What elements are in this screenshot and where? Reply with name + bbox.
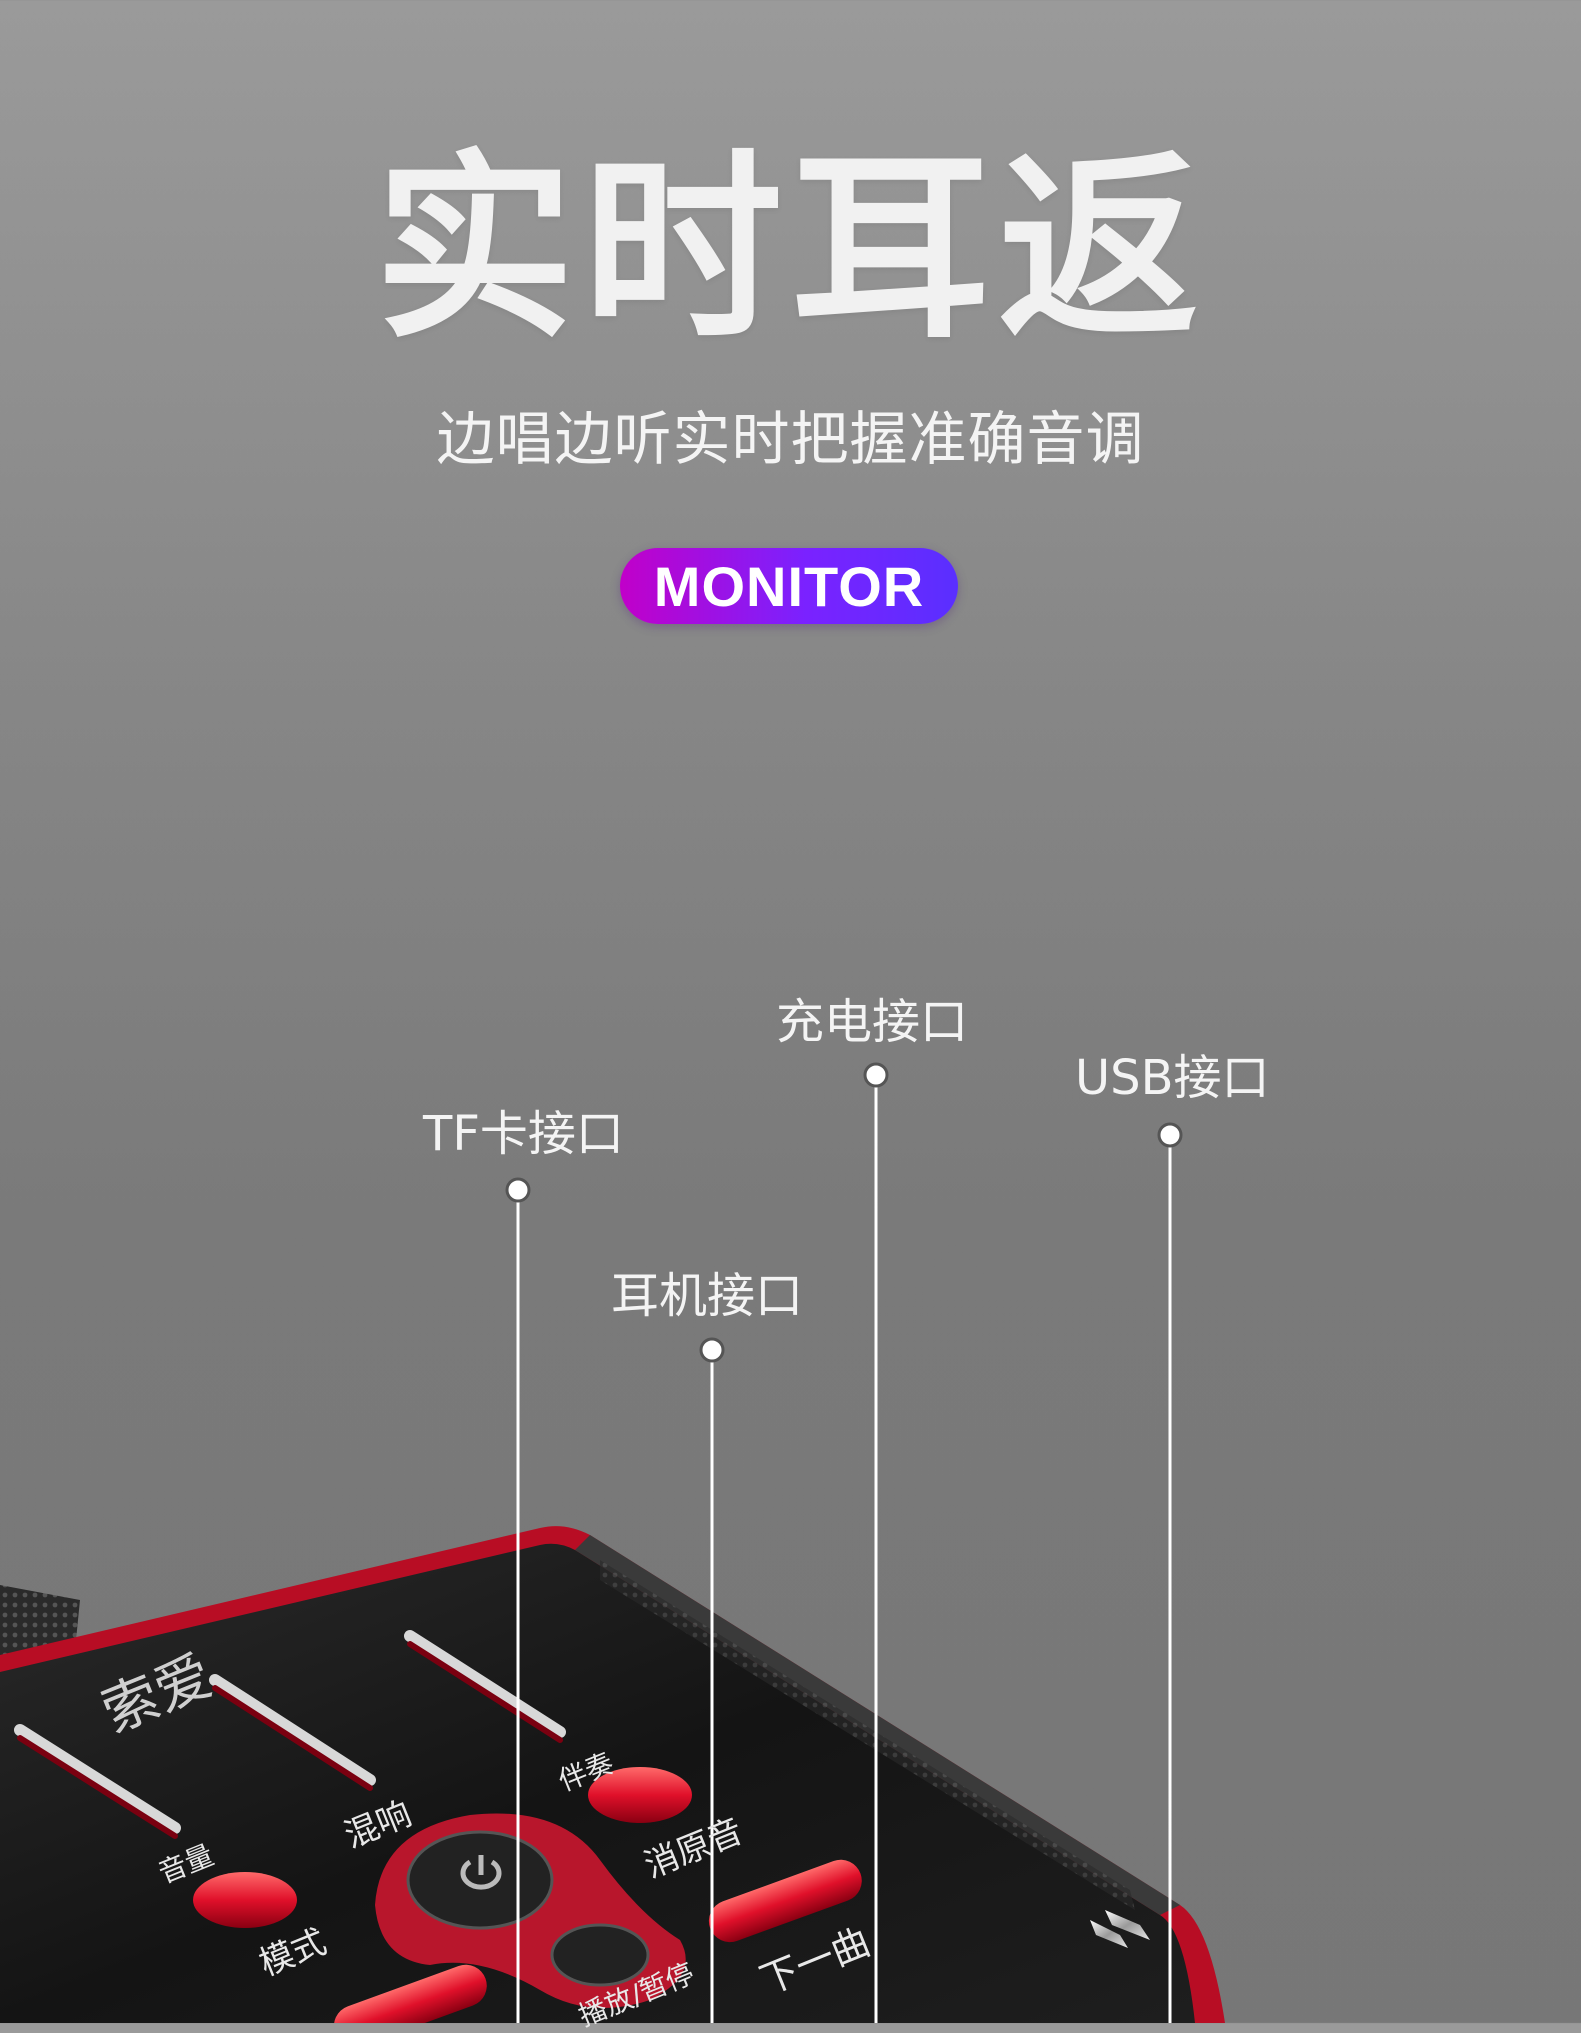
power-button — [406, 1830, 554, 1930]
slider-accompaniment — [404, 1630, 566, 1743]
charge-port-label: 充电接口 — [776, 994, 969, 1050]
power-icon — [460, 1859, 502, 1890]
callout-earphone-dot — [699, 1337, 725, 1363]
slider-volume — [14, 1724, 181, 1839]
slider-reverb — [209, 1674, 376, 1791]
earphone-port-label: 耳机接口 — [611, 1268, 804, 1324]
mode-button — [193, 1872, 297, 1928]
callout-usb-dot — [1157, 1122, 1183, 1148]
callout-tf-dot — [505, 1177, 531, 1203]
prev-button — [333, 1964, 487, 2023]
tf-port-label: TF卡接口 — [423, 1106, 624, 1162]
page-subtitle: 边唱边听实时把握准确音调 — [436, 405, 1145, 473]
page-title: 实时耳返 — [374, 133, 1207, 366]
vocal-cancel-button — [588, 1767, 692, 1823]
next-track-button — [708, 1859, 862, 1943]
usb-port-label: USB接口 — [1075, 1050, 1270, 1106]
callout-charge-dot — [863, 1062, 889, 1088]
play-pause-button — [550, 1923, 650, 1987]
monitor-badge: MONITOR — [620, 548, 958, 624]
